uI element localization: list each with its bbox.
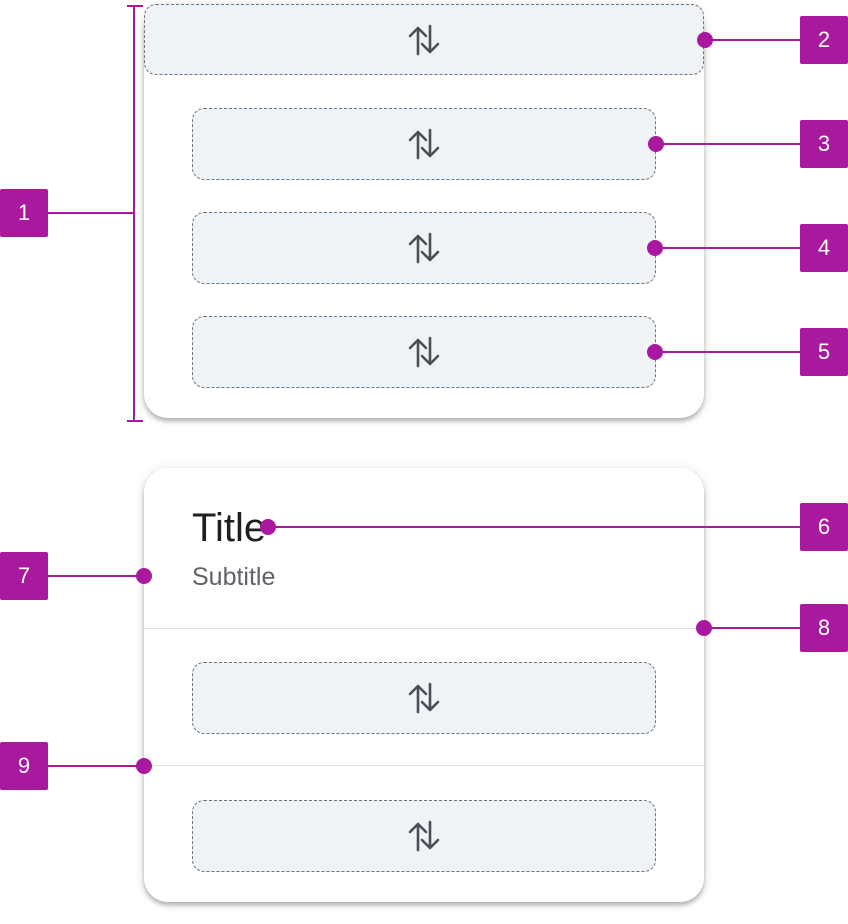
callout-badge-6: 6 [800,503,848,551]
callout-badge-2: 2 [800,16,848,64]
divider-2 [144,765,704,766]
callout-badge-4: 4 [800,224,848,272]
callout-badge-3: 3 [800,120,848,168]
list-item-slot-1 [192,108,656,180]
divider-1 [144,628,704,629]
titled-card: Title Subtitle [144,468,704,902]
list-item-slot-2 [192,212,656,284]
bracket-line [133,6,135,422]
swap-vertical-icon [404,332,444,372]
callout-badge-1: 1 [0,189,48,237]
content-slot-1 [192,662,656,734]
swap-vertical-icon [404,124,444,164]
callout-badge-9: 9 [0,742,48,790]
callout-badge-8: 8 [800,604,848,652]
card-title: Title [192,506,267,550]
list-container-card [144,4,704,418]
content-slot-2 [192,800,656,872]
swap-vertical-icon [404,678,444,718]
swap-vertical-icon [404,228,444,268]
bracket-cap-top [127,5,143,7]
list-item-slot-3 [192,316,656,388]
callout-badge-7: 7 [0,552,48,600]
swap-vertical-icon [404,816,444,856]
swap-vertical-icon [404,20,444,60]
card-subtitle: Subtitle [192,563,276,591]
bracket-cap-bottom [127,420,143,422]
header-slot [144,4,704,75]
callout-badge-5: 5 [800,328,848,376]
